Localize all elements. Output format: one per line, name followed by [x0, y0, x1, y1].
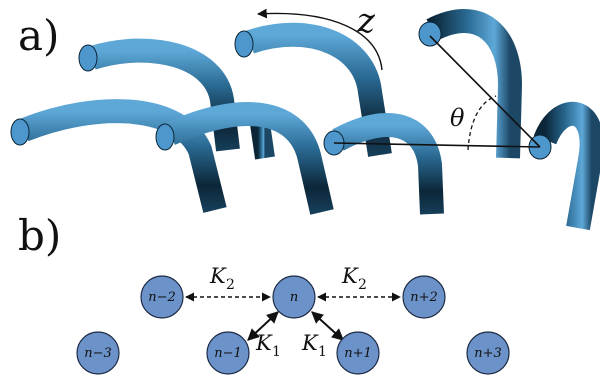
- tube-back-2: [234, 22, 392, 157]
- node-n: n: [272, 275, 316, 319]
- panel-a-label: a): [18, 11, 59, 60]
- node-n-minus-3: n−3: [76, 331, 120, 375]
- svg-text:n+3: n+3: [474, 346, 502, 361]
- svg-text:n: n: [290, 290, 298, 305]
- horizontal-line: [333, 142, 541, 148]
- angle-arc: [467, 95, 497, 151]
- coupling-k1-right-label: K 1: [301, 331, 327, 360]
- tube-back-1: [78, 38, 240, 152]
- tube-front-1: [10, 99, 227, 213]
- coupling-k1-left-arrow: [247, 311, 279, 341]
- svg-text:K: K: [255, 331, 273, 355]
- svg-text:n−1: n−1: [214, 346, 242, 361]
- node-n-minus-1: n−1: [206, 331, 250, 375]
- rotation-arrow: [257, 8, 383, 71]
- tube-front-2: [155, 102, 334, 215]
- svg-text:2: 2: [358, 277, 367, 293]
- coupling-k2-left-label: K 2: [209, 264, 235, 293]
- coupling-k1-right-arrow: [311, 311, 344, 341]
- svg-text:1: 1: [272, 344, 281, 360]
- node-n-minus-2: n−2: [140, 275, 184, 319]
- node-n-plus-1: n+1: [336, 331, 380, 375]
- svg-text:n+2: n+2: [410, 290, 438, 305]
- svg-text:K: K: [301, 331, 319, 355]
- tilt-line: [429, 35, 541, 148]
- angle-theta-label: θ: [450, 104, 465, 132]
- panel-b-label: b): [18, 211, 61, 260]
- tube-front-4: [528, 101, 600, 231]
- rotation-axis-label: z: [356, 1, 376, 41]
- svg-text:n−2: n−2: [148, 290, 176, 305]
- tube-back-3: [418, 9, 523, 159]
- svg-text:n+1: n+1: [344, 346, 372, 361]
- svg-text:n−3: n−3: [84, 346, 112, 361]
- node-n-plus-2: n+2: [402, 275, 446, 319]
- svg-text:1: 1: [318, 344, 327, 360]
- svg-text:K: K: [341, 264, 359, 288]
- svg-text:2: 2: [226, 277, 235, 293]
- svg-text:K: K: [209, 264, 227, 288]
- node-n-plus-3: n+3: [466, 331, 510, 375]
- coupling-k1-left-label: K 1: [255, 331, 281, 360]
- coupling-k2-right-label: K 2: [341, 264, 367, 293]
